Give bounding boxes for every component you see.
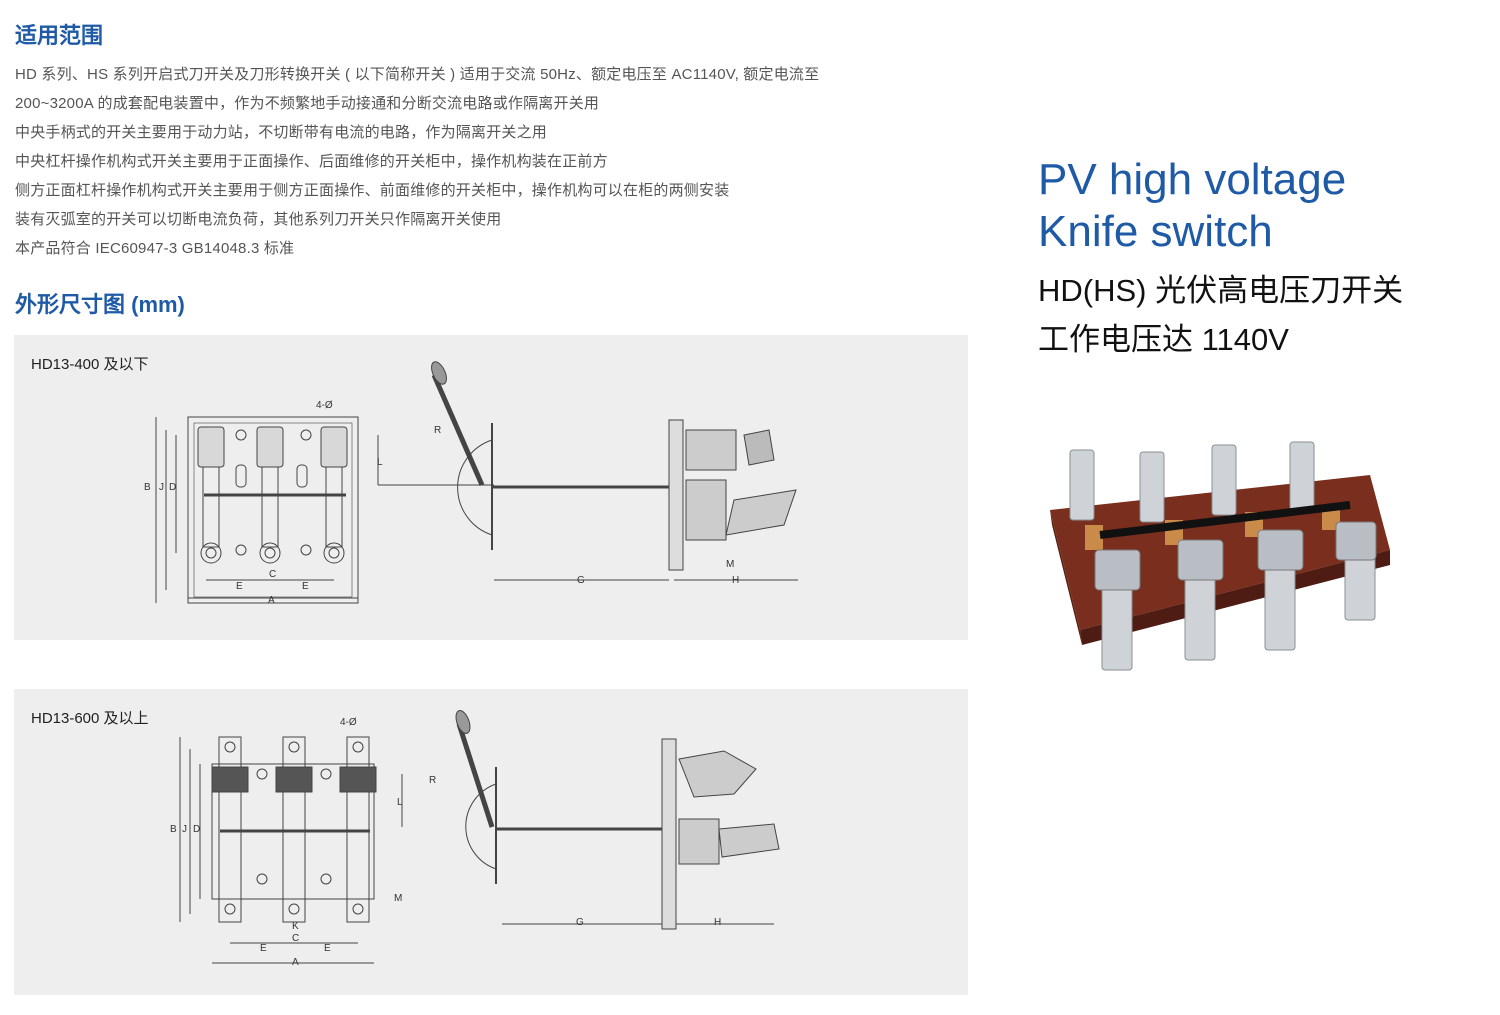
scope-line: 中央手柄式的开关主要用于动力站，不切断带有电流的电路，作为隔离开关之用 [15, 124, 548, 141]
scope-line: HD 系列、HS 系列开启式刀开关及刀形转换开关 ( 以下简称开关 ) 适用于交… [15, 66, 820, 83]
dim-j: J [182, 824, 187, 835]
hero-chinese-title: HD(HS) 光伏高电压刀开关 [1038, 273, 1404, 308]
dim-b: B [170, 824, 177, 835]
pole-1 [211, 736, 249, 923]
dim-g: G [576, 917, 584, 928]
pole-3 [320, 426, 348, 564]
dim-r: R [429, 775, 436, 786]
dim-d: D [169, 482, 176, 493]
pole-2 [256, 426, 284, 564]
dim-l: L [377, 457, 383, 468]
dim-a: A [292, 957, 299, 968]
dim-e: E [260, 943, 267, 954]
dim-hole: 4-Ø [316, 400, 333, 411]
dim-e: E [324, 943, 331, 954]
dim-hole: 4-Ø [340, 717, 357, 728]
dim-e: E [236, 581, 243, 592]
dim-k: K [292, 921, 299, 932]
dim-a: A [268, 595, 275, 606]
hero-english-title: PV high voltage Knife switch [1038, 154, 1346, 258]
scope-description: HD 系列、HS 系列开启式刀开关及刀形转换开关 ( 以下简称开关 ) 适用于交… [15, 60, 975, 263]
hero-chinese-subtitle: 工作电压达 1140V [1038, 322, 1289, 357]
dim-h: H [732, 575, 739, 586]
scope-title: 适用范围 [15, 23, 104, 48]
hero-en-line2: Knife switch [1038, 207, 1273, 256]
dim-c: C [269, 569, 276, 580]
dim-e: E [302, 581, 309, 592]
scope-line: 本产品符合 IEC60947-3 GB14048.3 标准 [15, 240, 295, 257]
dim-h: H [714, 917, 721, 928]
dim-b: B [144, 482, 151, 493]
pole-2 [275, 736, 313, 923]
dim-d: D [193, 824, 200, 835]
diagram-label: HD13-400 及以下 [31, 356, 149, 373]
product-image [1050, 441, 1390, 671]
dim-g: G [577, 575, 585, 586]
diagram-panel-hd13-600: HD13-600 及以上 [14, 689, 968, 995]
front-view-base [211, 763, 375, 900]
hero-en-line1: PV high voltage [1038, 155, 1347, 204]
diagram-panel-hd13-400: HD13-400 及以下 [14, 335, 968, 640]
dim-c: C [292, 933, 299, 944]
diagram-label: HD13-600 及以上 [31, 710, 149, 727]
dimension-drawing-1: 4-Ø B J D E C E A L R G H M [144, 361, 798, 606]
scope-line: 侧方正面杠杆操作机构式开关主要用于侧方正面操作、前面维修的开关柜中，操作机构可以… [15, 182, 730, 199]
dim-m: M [726, 559, 734, 570]
dim-r: R [434, 425, 441, 436]
front-view-base [187, 416, 359, 604]
scope-line: 装有灭弧室的开关可以切断电流负荷，其他系列刀开关只作隔离开关使用 [15, 211, 502, 228]
scope-line: 200~3200A 的成套配电装置中，作为不频繁地手动接通和分断交流电路或作隔离… [15, 95, 600, 112]
dim-l: L [397, 797, 403, 808]
dim-j: J [159, 482, 164, 493]
pole-1 [197, 426, 225, 564]
dimension-drawing-2: 4-Ø B J D E K C E A L R G H M [170, 710, 780, 968]
scope-line: 中央杠杆操作机构式开关主要用于正面操作、后面维修的开关柜中，操作机构装在正前方 [15, 153, 608, 170]
dim-m: M [394, 893, 402, 904]
dimensions-title: 外形尺寸图 (mm) [15, 292, 185, 317]
